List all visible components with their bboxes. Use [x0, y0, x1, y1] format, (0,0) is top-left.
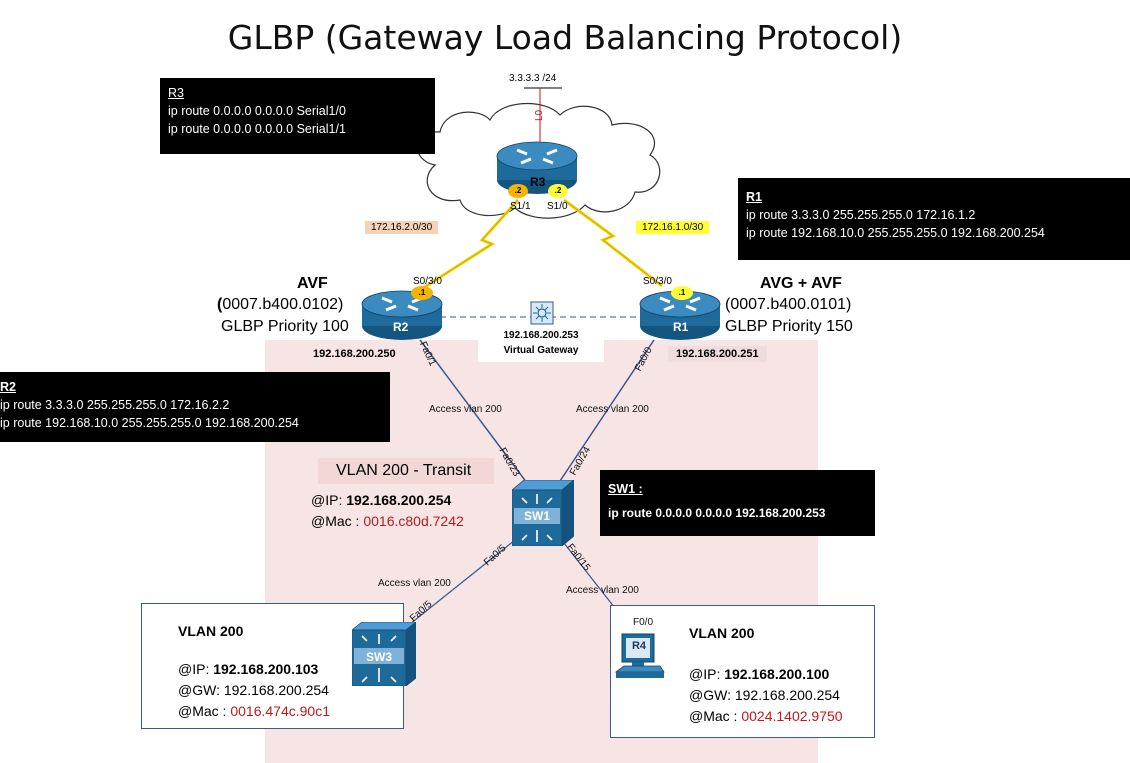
r2-priority: GLBP Priority 100	[221, 318, 349, 335]
r4-label: R4	[631, 640, 647, 652]
r4-gw: @GW: 192.168.200.254	[689, 687, 840, 703]
router-icon[interactable]	[495, 138, 579, 198]
sw3-ip-label: @IP:	[178, 661, 214, 677]
r4-ip: @IP: 192.168.200.100	[689, 666, 829, 682]
r1-config-box: R1 ip route 3.3.3.0 255.255.255.0 172.16…	[738, 178, 1130, 260]
transit-mac-label: @Mac :	[311, 513, 364, 529]
link-r1-sw1	[555, 339, 655, 488]
r2-role: AVF	[297, 275, 328, 292]
sw3-access-vlan: Access vlan 200	[378, 578, 451, 589]
r4-ip-label: @IP:	[689, 666, 725, 682]
r2-config-line: ip route 3.3.3.0 255.255.255.0 172.16.2.…	[0, 398, 230, 412]
sw3-ip-value: 192.168.200.103	[213, 661, 319, 677]
virtual-gateway-label-box	[478, 326, 604, 362]
r2-config-line: ip route 192.168.10.0 255.255.255.0 192.…	[0, 416, 299, 430]
r1-priority: GLBP Priority 150	[725, 318, 853, 335]
r2-config-box: R2 ip route 3.3.3.0 255.255.255.0 172.16…	[0, 372, 390, 442]
sw3-label: SW3	[365, 650, 392, 664]
r3-right-ip: .2	[548, 184, 568, 198]
switch-icon[interactable]	[352, 622, 416, 686]
workstation-icon[interactable]	[614, 632, 666, 680]
r1-label: R1	[673, 320, 689, 334]
sw1-label: SW1	[523, 509, 550, 523]
r3-left-iface: S1/1	[510, 201, 531, 212]
r2-mac-paren: (	[217, 296, 223, 313]
r4-mac-label: @Mac :	[689, 708, 742, 724]
link-r2-sw1	[419, 339, 531, 488]
r4-mac: @Mac : 0024.1402.9750	[689, 708, 843, 724]
virtual-gateway-label: Virtual Gateway	[503, 345, 579, 356]
loopback-ip: 3.3.3.3 /24	[509, 73, 557, 84]
transit-ip-value: 192.168.200.254	[346, 492, 452, 508]
r2-lan-ip: 192.168.200.250	[313, 348, 396, 360]
transit-title-box	[318, 458, 494, 484]
sw3-gw: @GW: 192.168.200.254	[178, 682, 329, 698]
r4-port: F0/0	[633, 617, 654, 628]
transit-ip-label: @IP:	[311, 492, 347, 508]
r2-access-vlan: Access vlan 200	[429, 404, 502, 415]
r3-config-line: ip route 0.0.0.0 0.0.0.0 Serial1/1	[168, 122, 346, 136]
left-subnet-label: 172.16.2.0/30	[365, 221, 439, 234]
sw1-config-header: SW1 :	[608, 482, 643, 496]
transit-mac-value: 0016.c80d.7242	[363, 513, 464, 529]
r1-serial-iface: S0/3/0	[643, 276, 672, 287]
r2-mac: (0007.b400.0102)	[217, 296, 343, 314]
virtual-gateway-icon	[530, 301, 554, 325]
loopback-iface: L0	[534, 109, 545, 121]
r1-lan-ip: 192.168.200.251	[668, 346, 767, 362]
r2-serial-ip: .1	[411, 286, 433, 300]
r3-config-line: ip route 0.0.0.0 0.0.0.0 Serial1/0	[168, 104, 346, 118]
r1-mac: (0007.b400.0101)	[725, 296, 852, 313]
diagram-title: GLBP (Gateway Load Balancing Protocol)	[227, 18, 903, 57]
link-sw1-sw3	[404, 539, 516, 629]
transit-ip: @IP: 192.168.200.254	[311, 492, 451, 508]
right-subnet-label: 172.16.1.0/30	[636, 221, 710, 234]
transit-title: VLAN 200 - Transit	[336, 462, 472, 479]
r3-right-iface: S1/0	[547, 201, 568, 212]
r3-left-ip: .2	[508, 184, 528, 198]
r1-serial-ip: .1	[671, 286, 693, 300]
r2-serial-iface: S0/3/0	[413, 276, 442, 287]
r1-access-vlan: Access vlan 200	[576, 404, 649, 415]
r1-config-line: ip route 3.3.3.0 255.255.255.0 172.16.1.…	[746, 208, 976, 222]
sw1-config-box: SW1 : ip route 0.0.0.0 0.0.0.0 192.168.2…	[600, 470, 875, 536]
router-icon[interactable]	[638, 288, 722, 344]
sw3-ip: @IP: 192.168.200.103	[178, 661, 318, 677]
sw1-config-line: ip route 0.0.0.0 0.0.0.0 192.168.200.253	[608, 506, 826, 520]
r2-config-header: R2	[0, 380, 16, 394]
r1-config-line: ip route 192.168.10.0 255.255.255.0 192.…	[746, 226, 1045, 240]
sw3-vlan: VLAN 200	[178, 623, 244, 639]
r4-access-vlan: Access vlan 200	[566, 585, 639, 596]
r4-ip-value: 192.168.200.100	[724, 666, 830, 682]
serial-link-r1-r3	[563, 198, 663, 288]
transit-mac: @Mac : 0016.c80d.7242	[311, 513, 464, 529]
virtual-gateway-ip: 192.168.200.253	[503, 330, 579, 341]
r3-config-header: R3	[168, 86, 184, 100]
r4-vlan: VLAN 200	[689, 625, 755, 641]
sw3-mac-value: 0016.474c.90c1	[230, 703, 330, 719]
r3-config-box: R3 ip route 0.0.0.0 0.0.0.0 Serial1/0 ip…	[160, 78, 435, 154]
r2-label: R2	[393, 320, 409, 334]
r2-mac-value: 0007.b400.0102)	[222, 296, 344, 313]
r3-label: R3	[530, 175, 546, 189]
sw3-mac-label: @Mac :	[178, 703, 231, 719]
sw3-mac: @Mac : 0016.474c.90c1	[178, 703, 330, 719]
r1-role: AVG + AVF	[760, 275, 842, 292]
switch-icon[interactable]	[512, 480, 574, 546]
r4-mac-value: 0024.1402.9750	[741, 708, 843, 724]
r1-config-header: R1	[746, 190, 762, 204]
